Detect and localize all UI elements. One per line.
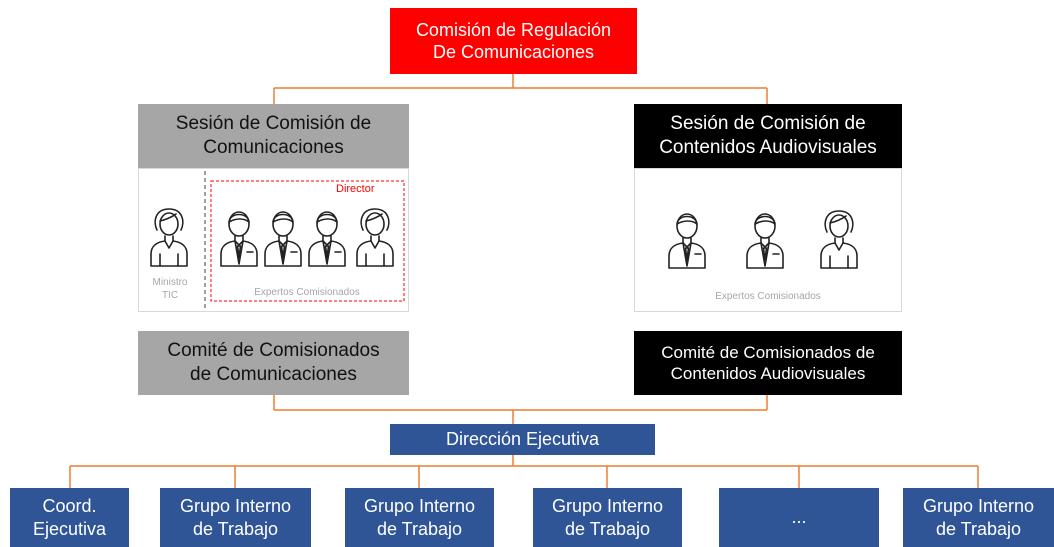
- right-session-title: Sesión de Comisión de Contenidos Audiovi…: [659, 113, 877, 158]
- left-session-panel-lines: [204, 171, 405, 311]
- person-male-icon: [264, 211, 302, 267]
- person-female-icon: [356, 208, 394, 267]
- unit-label-5: ...: [791, 507, 807, 528]
- unit-box-4: Grupo Interno de Trabajo: [533, 488, 682, 547]
- unit-label-6: Grupo Interno de Trabajo: [922, 496, 1035, 539]
- right-session-title-box: Sesión de Comisión de Contenidos Audiovi…: [634, 104, 902, 168]
- person-male-icon: [746, 213, 784, 269]
- right-experts-caption: Expertos Comisionados: [715, 291, 821, 302]
- right-session-panel: [634, 168, 902, 312]
- person-male-icon: [668, 213, 706, 269]
- unit-box-6: Grupo Interno de Trabajo: [903, 488, 1054, 547]
- commission-label: Comisión de Regulación De Comunicaciones: [415, 19, 612, 63]
- left-experts-caption: Expertos Comisionados: [254, 287, 360, 298]
- unit-box-2: Grupo Interno de Trabajo: [160, 488, 311, 547]
- unit-box-5: ...: [719, 488, 879, 547]
- person-male-icon: [220, 211, 258, 267]
- unit-label-3: Grupo Interno de Trabajo: [363, 496, 476, 539]
- minister-caption: Ministro TIC: [138, 276, 202, 302]
- person-female-icon: [820, 210, 858, 269]
- person-female-icon: [150, 208, 188, 267]
- minister-label: Ministro TIC: [152, 277, 188, 301]
- direction-box: Dirección Ejecutiva: [390, 424, 655, 455]
- director-frame: [210, 180, 405, 302]
- unit-label-2: Grupo Interno de Trabajo: [179, 496, 292, 539]
- director-caption: Director: [336, 183, 375, 195]
- left-session-panel: [138, 168, 409, 312]
- right-committee-box: Comité de Comisionados de Contenidos Aud…: [634, 331, 902, 395]
- left-committee-label: Comité de Comisionados de Comunicaciones: [167, 340, 380, 385]
- left-session-title-box: Sesión de Comisión de Comunicaciones: [138, 104, 409, 168]
- unit-label-1: Coord. Ejecutiva: [32, 496, 107, 539]
- direction-label: Dirección Ejecutiva: [445, 429, 600, 450]
- commission-box: Comisión de Regulación De Comunicaciones: [390, 8, 637, 74]
- unit-box-3: Grupo Interno de Trabajo: [345, 488, 494, 547]
- person-male-icon: [308, 211, 346, 267]
- unit-label-4: Grupo Interno de Trabajo: [551, 496, 664, 539]
- unit-box-1: Coord. Ejecutiva: [10, 488, 129, 547]
- left-session-title: Sesión de Comisión de Comunicaciones: [175, 113, 372, 158]
- right-committee-label: Comité de Comisionados de Contenidos Aud…: [661, 342, 875, 383]
- left-committee-box: Comité de Comisionados de Comunicaciones: [138, 331, 409, 395]
